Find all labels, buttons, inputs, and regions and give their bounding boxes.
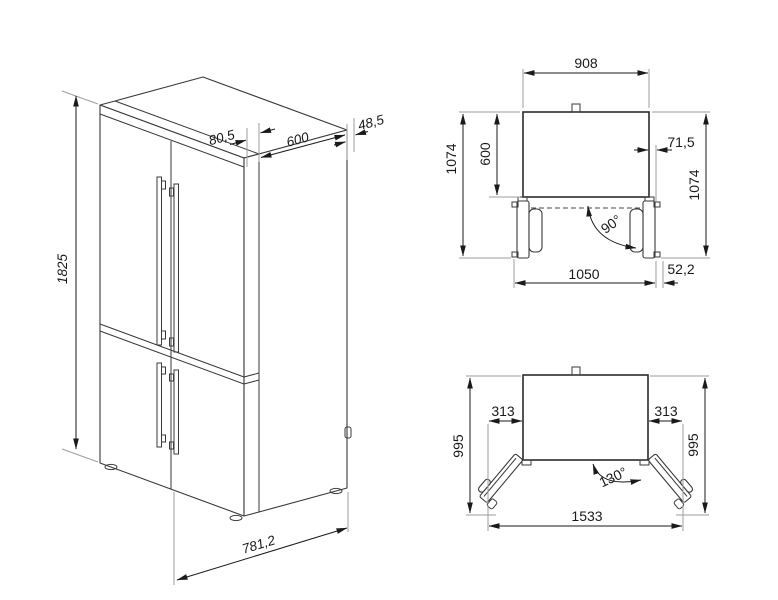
door-swing-arc-90: 90° xyxy=(586,205,637,250)
dim-depth-open-left-1074: 1074 xyxy=(443,111,520,259)
dim-total-depth-label: 781,2 xyxy=(240,532,277,556)
cabinet-outline-90 xyxy=(522,111,650,198)
lower-right-handle xyxy=(169,369,179,455)
dim-depth-open-left-label: 1074 xyxy=(443,143,459,174)
door-angle-90-label: 90° xyxy=(598,211,625,236)
dim-overall-width-label: 1533 xyxy=(571,508,602,524)
wall-spacer-130 xyxy=(571,366,581,376)
dim-door-offset-right-313: 313 xyxy=(648,403,684,503)
right-door-90 xyxy=(629,196,661,259)
upper-right-handle xyxy=(169,183,179,353)
dim-overall-width-1533: 1533 xyxy=(487,505,684,531)
upper-left-handle xyxy=(156,176,166,346)
fridge-side-panel xyxy=(243,129,352,517)
dim-depth-open-right-label: 1074 xyxy=(686,169,702,200)
dim-rear-clearance-label: 48,5 xyxy=(356,112,386,133)
dim-width-doors-open-label: 1050 xyxy=(568,266,599,282)
dim-body-width-label: 908 xyxy=(574,55,598,71)
right-door-130 xyxy=(639,453,694,510)
fridge-front-face xyxy=(99,104,245,517)
dim-door-offset-left-label: 313 xyxy=(491,403,515,419)
lower-left-handle xyxy=(156,362,166,448)
dim-door-side-offset-71-5: 71,5 xyxy=(634,134,695,201)
dim-depth-open-left-995-label: 995 xyxy=(450,434,466,458)
dim-depth-open-right-995: 995 xyxy=(650,375,709,516)
right-door-handle-130 xyxy=(680,478,694,493)
dim-door-offset-right-label: 313 xyxy=(654,403,678,419)
left-door-130 xyxy=(477,453,532,510)
dim-body-depth: 600 xyxy=(260,124,348,160)
isometric-view: 1825 80,5 600 48,5 781,2 xyxy=(55,76,386,585)
dim-height: 1825 xyxy=(55,90,99,463)
dim-handle-clearance-label: 52,2 xyxy=(667,261,694,277)
wall-spacer-90 xyxy=(571,103,581,113)
door-handles xyxy=(156,176,179,455)
left-door-90 xyxy=(511,196,543,259)
dim-width-doors-open-1050: 1050 xyxy=(513,259,657,288)
dim-body-width-908: 908 xyxy=(522,55,650,108)
dim-door-side-offset-label: 71,5 xyxy=(667,134,694,150)
dim-body-depth-label: 600 xyxy=(285,129,311,149)
top-view-90: 90° 908 600 1074 71,5 xyxy=(443,55,710,288)
left-door-handle-130 xyxy=(477,478,491,493)
door-angle-130-label: 130° xyxy=(596,464,629,491)
dim-door-offset-left-313: 313 xyxy=(487,403,523,503)
cabinet-outline-130 xyxy=(522,374,649,461)
dim-plan-depth-label: 600 xyxy=(477,142,493,166)
rear-spacer-bump xyxy=(344,426,352,439)
dim-height-label: 1825 xyxy=(55,253,70,284)
dim-plan-depth-600: 600 xyxy=(477,113,520,198)
fridge-feet xyxy=(104,463,343,522)
dim-door-thickness: 80,5 xyxy=(207,123,276,167)
dim-depth-open-left-995: 995 xyxy=(450,375,521,516)
right-door-handle-90 xyxy=(629,208,644,253)
dim-depth-open-right-1074: 1074 xyxy=(652,111,710,259)
dim-depth-open-right-995-label: 995 xyxy=(685,433,701,457)
door-swing-arc-130: 130° xyxy=(592,463,642,491)
dim-handle-clearance-52-2: 52,2 xyxy=(662,261,695,288)
dim-rear-clearance: 48,5 xyxy=(333,112,386,152)
dim-door-thickness-label: 80,5 xyxy=(207,127,237,148)
left-door-handle-90 xyxy=(528,208,543,253)
top-view-130: 130° 313 313 995 995 xyxy=(450,366,709,531)
